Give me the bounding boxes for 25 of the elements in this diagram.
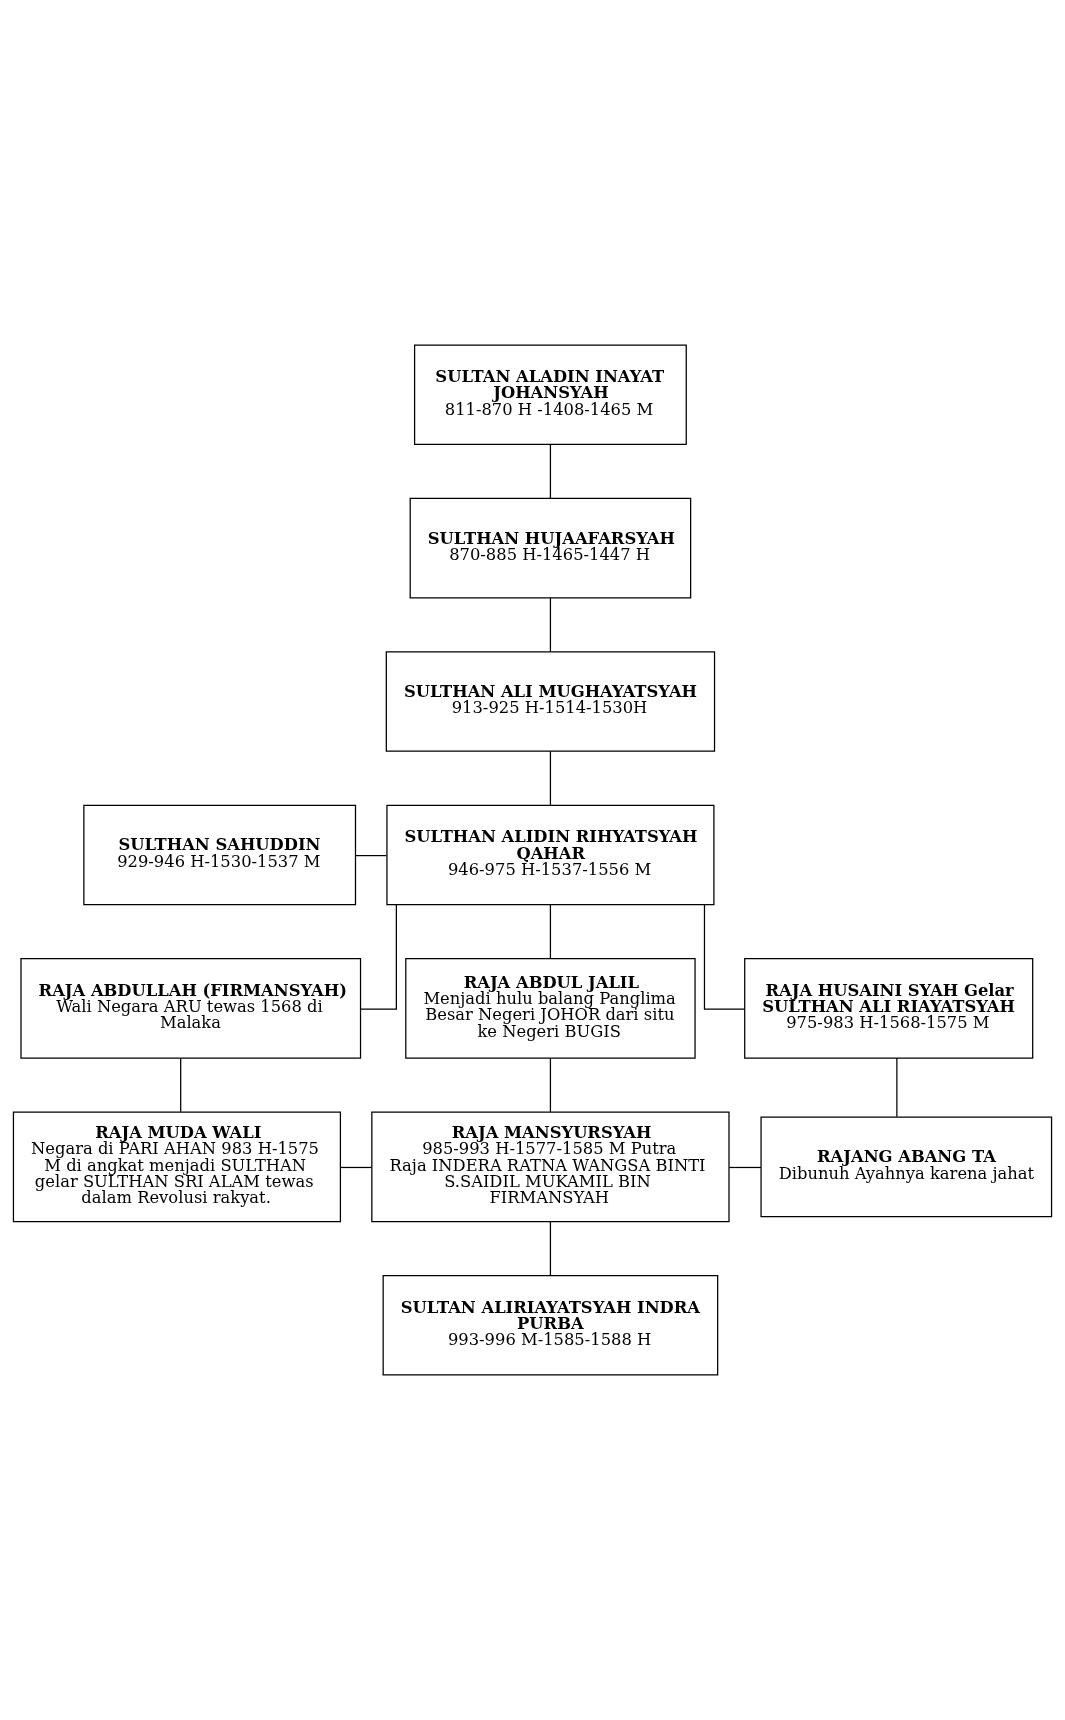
connector: [896, 1057, 898, 1118]
node-box: RAJA ABDUL JALIL Menjadi hulu balang Panglima Besar Negeri JOHOR dari situ ke Negeri BUGIS: [405, 958, 696, 1059]
node-box: SULTHAN HUJAAFARSYAH 870-885 H-1465-1447 H: [409, 497, 692, 599]
node-box: RAJA ABDULLAH (FIRMANSYAH) Wali Negara ARU tewas 1568 di Malaka: [20, 958, 362, 1059]
connector: [340, 1166, 373, 1169]
node-box: SULTAN ALIRIAYATSYAH INDRA PURBA 993-996 M-1585-1588 H: [382, 1275, 719, 1376]
connector: [703, 904, 746, 1010]
connector: [549, 1057, 552, 1113]
node-box: SULTHAN ALI MUGHAYATSYAH 913-925 H-1514-1530H: [385, 651, 716, 752]
node-box: RAJANG ABANG TA Dibunuh Ayahnya karena jahat: [760, 1116, 1053, 1218]
connector: [549, 597, 552, 653]
connector: [549, 750, 552, 806]
node-box: SULTAN ALADIN INAYAT JOHANSYAH 811-870 H -1408-1465 M: [413, 344, 687, 445]
connector: [549, 904, 552, 959]
node-box: RAJA HUSAINI SYAH Gelar SULTHAN ALI RIAYATSYAH 975-983 H-1568-1575 M: [744, 958, 1034, 1059]
connector: [728, 1166, 762, 1169]
node-box: RAJA MUDA WALI Negara di PARI AHAN 983 H-1575 M di angkat menjadi SULTHAN gelar SULTHAN SRI ALAM tewas dalam Revolusi rakyat.: [12, 1111, 342, 1223]
connector: [359, 904, 397, 1010]
connector: [549, 443, 552, 499]
node-box: RAJA MANSYURSYAH 985-993 H-1577-1585 M Putra Raja INDERA RATNA WANGSA BINTI S.SAIDIL MUKAMIL BIN FIRMANSYAH: [371, 1111, 730, 1223]
node-box: SULTHAN ALIDIN RIHYATSYAH QAHAR 946-975 H-1537-1556 M: [386, 804, 715, 906]
connector: [549, 1221, 552, 1276]
connector: [180, 1057, 182, 1113]
connector: [355, 854, 388, 857]
node-box: SULTHAN SAHUDDIN 929-946 H-1530-1537 M: [83, 804, 357, 906]
